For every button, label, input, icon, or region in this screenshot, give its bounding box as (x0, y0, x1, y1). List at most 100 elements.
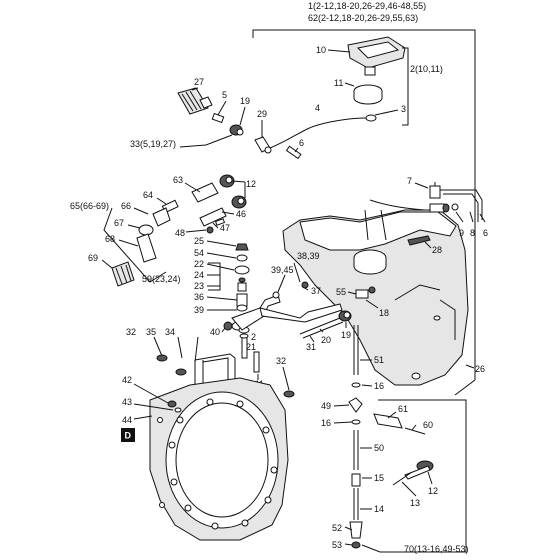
valve-63 (191, 174, 235, 203)
callout-22: 22 (194, 259, 204, 269)
callout-64: 64 (143, 190, 153, 200)
rod-13 (392, 471, 413, 486)
callout-10: 10 (316, 45, 326, 55)
group-33-leader (179, 134, 233, 148)
callout-28: 28 (432, 245, 442, 255)
callout-38-39: 38,39 (297, 251, 320, 261)
primer-61-60 (373, 413, 426, 435)
group-70-leader (361, 530, 467, 553)
callout-68: 68 (105, 234, 115, 244)
valve-19 (229, 124, 244, 136)
valve-7 (429, 182, 441, 199)
group-2-label: 2(10,11) (410, 64, 443, 74)
tank-cap (347, 36, 406, 76)
group-70-bracket (378, 399, 467, 530)
group-59-label: 59(23,24) (142, 274, 181, 284)
kit-bracket (252, 29, 476, 396)
o-ring (365, 114, 377, 122)
callout-5: 5 (222, 90, 227, 100)
hose-elbow (138, 199, 179, 236)
callout-6b: 6 (483, 228, 488, 238)
cap-bracket (402, 47, 409, 126)
callout-67: 67 (114, 218, 124, 228)
bracket-28 (407, 235, 431, 246)
cap-gasket (353, 84, 383, 105)
callout-18: 18 (379, 308, 389, 318)
tank-bracket (231, 281, 343, 331)
callout-52: 52 (332, 523, 342, 533)
callout-54: 54 (194, 248, 204, 258)
group-33-label: 33(5,19,27) (130, 139, 176, 149)
callout-53: 53 (332, 540, 342, 550)
fan-housing (149, 377, 289, 541)
callout-13: 13 (410, 498, 420, 508)
callout-55: 55 (336, 287, 346, 297)
valve-12 (231, 195, 247, 209)
callout-16b: 16 (321, 418, 331, 428)
callout-50: 50 (374, 443, 384, 453)
callout-36: 36 (194, 292, 204, 302)
callout-19: 19 (240, 96, 250, 106)
callout-29: 29 (257, 109, 267, 119)
callout-25: 25 (194, 236, 204, 246)
callout-23: 23 (194, 281, 204, 291)
callout-39: 39 (194, 305, 204, 315)
callout-46: 46 (236, 209, 246, 219)
callout-12b: 12 (428, 486, 438, 496)
callout-21: 21 (246, 342, 256, 352)
callout-16: 16 (374, 381, 384, 391)
fuel-line (364, 189, 483, 241)
callout-3: 3 (401, 104, 406, 114)
callout-35: 35 (146, 327, 156, 337)
callout-60: 60 (423, 420, 433, 430)
callout-19b: 19 (341, 330, 351, 340)
callout-9: 9 (459, 228, 464, 238)
callout-42: 42 (122, 375, 132, 385)
valve-46-47 (199, 207, 227, 234)
group-70-label: 70(13-16,49-53) (404, 544, 469, 554)
callout-61: 61 (398, 404, 408, 414)
callout-37: 37 (311, 286, 321, 296)
callout-26: 26 (475, 364, 485, 374)
callout-31: 31 (306, 342, 316, 352)
callout-48: 48 (175, 228, 185, 238)
callout-2: 2 (251, 332, 256, 342)
filter-69 (111, 261, 135, 287)
lower-fuel-line (348, 325, 363, 549)
nut-32b (283, 390, 295, 398)
callout-47: 47 (220, 223, 230, 233)
callout-32b: 32 (276, 356, 286, 366)
strap (269, 117, 367, 149)
group-65-leader (103, 207, 167, 283)
fuel-filter (177, 87, 213, 115)
callout-11: 11 (334, 78, 343, 88)
view-badge (121, 428, 135, 442)
filter-68 (136, 233, 157, 263)
valve-19b (338, 310, 352, 322)
group-59-bracket (208, 262, 221, 291)
screw-41 (253, 351, 260, 373)
pin-6 (285, 145, 302, 160)
callout-7: 7 (407, 176, 412, 186)
group-65-label: 65(66-69) (70, 201, 109, 211)
nut-32 (156, 354, 168, 362)
kit-62-label: 62(2-12,18-20,26-29,55,63) (308, 13, 418, 23)
callout-66: 66 (121, 201, 131, 211)
callout-49: 49 (321, 401, 331, 411)
callout-34: 34 (165, 327, 175, 337)
callout-39-45: 39,45 (271, 265, 294, 275)
callout-20: 20 (321, 335, 331, 345)
callout-12: 12 (246, 179, 256, 189)
callout-27: 27 (194, 77, 204, 87)
view-badge-label: D (125, 431, 132, 441)
kit-1-label: 1(2-12,18-20,26-29,46-48,55) (308, 1, 426, 11)
callout-32: 32 (126, 327, 136, 337)
fuel-tank (282, 209, 469, 386)
pin-5 (211, 112, 225, 124)
callout-6: 6 (299, 138, 304, 148)
callout-63: 63 (173, 175, 183, 185)
fitting-29 (254, 136, 272, 154)
callout-24: 24 (194, 270, 204, 280)
